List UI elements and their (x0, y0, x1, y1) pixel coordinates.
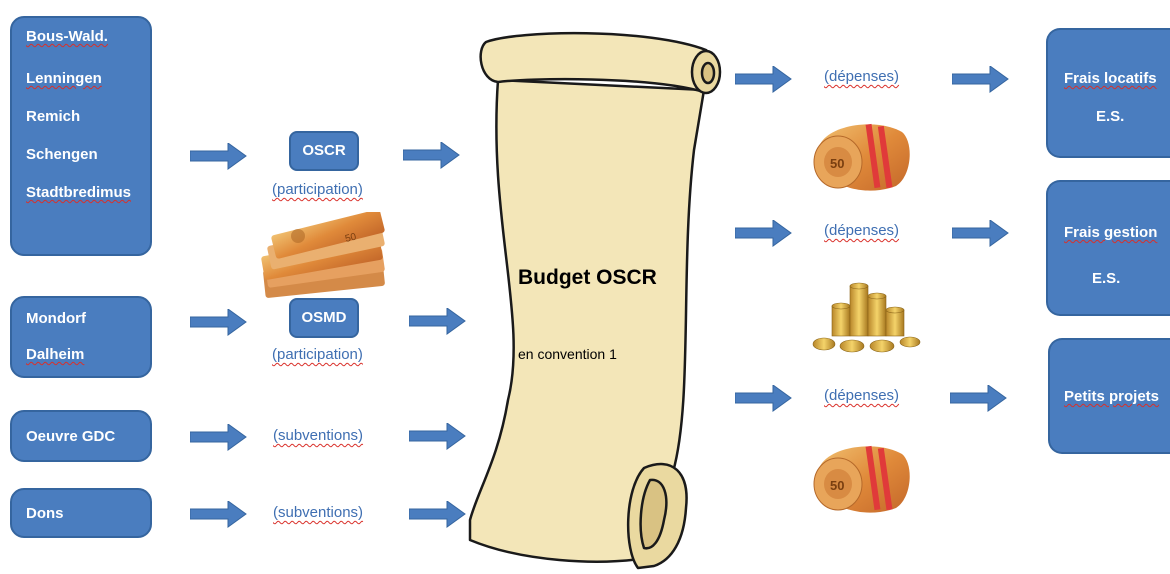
oeuvre-label: Oeuvre GDC (26, 428, 116, 445)
arrow-communes2-osmd (190, 309, 247, 336)
budget-subtitle: en convention 1 (518, 346, 617, 362)
oscr-box: OSCR (289, 131, 359, 171)
svg-text:50: 50 (344, 231, 358, 244)
osmd-label: OSMD (301, 309, 347, 326)
commune-schengen: Schengen (26, 146, 98, 163)
communes-box: Bous-Wald. Lenningen Remich Schengen Sta… (10, 16, 152, 256)
budget-scroll (468, 31, 722, 570)
commune-remich: Remich (26, 108, 81, 125)
osmd-caption: (participation) (272, 346, 363, 363)
commune-lenningen: Lenningen (26, 70, 102, 87)
commune-stadtbredimus: Stadtbredimus (26, 184, 132, 201)
arrow-communes-oscr (190, 143, 247, 170)
commune-mondorf: Mondorf (26, 310, 86, 327)
arrow-depenses3-petits-projets (950, 385, 1007, 412)
arrow-dons-subv (190, 501, 247, 528)
oscr-caption-text: (participation) (272, 181, 363, 198)
arrow-oeuvre-subv (190, 424, 247, 451)
dons-box: Dons (10, 488, 152, 538)
svg-text:50: 50 (830, 478, 844, 493)
coins-stack-image (812, 282, 921, 353)
commune-dalheim: Dalheim (26, 346, 85, 363)
arrow-depenses1-frais-locatifs (952, 66, 1009, 93)
money-roll-image: 50 (813, 123, 910, 191)
depenses1-caption: (dépenses) (824, 68, 900, 85)
communes2-box: Mondorf Dalheim (10, 296, 152, 378)
banknotes-stack-image: 50 (261, 212, 385, 298)
depenses2-caption: (dépenses) (824, 222, 900, 239)
oeuvre-box: Oeuvre GDC (10, 410, 152, 462)
subv2-caption: (subventions) (273, 504, 364, 521)
budget-subtitle-text: en convention 1 (518, 346, 617, 362)
oscr-caption: (participation) (272, 181, 363, 198)
oscr-label: OSCR (302, 142, 346, 159)
money-roll-image-2: 50 (813, 445, 910, 513)
arrow-oscr-budget (403, 142, 460, 169)
arrow-budget-depenses1 (735, 66, 792, 93)
subv1-caption: (subventions) (273, 427, 364, 444)
frais-locatifs-line2: E.S. (1096, 108, 1125, 125)
arrow-budget-depenses3 (735, 385, 792, 412)
frais-locatifs-box: Frais locatifs E.S. (1046, 28, 1170, 158)
frais-locatifs-line1: Frais locatifs (1064, 70, 1157, 87)
budget-title: Budget OSCR (518, 266, 657, 289)
arrow-budget-depenses2 (735, 220, 792, 247)
arrow-depenses2-frais-gestion (952, 220, 1009, 247)
depenses3-caption: (dépenses) (824, 387, 900, 404)
svg-text:50: 50 (830, 156, 844, 171)
dons-label: Dons (26, 505, 64, 522)
frais-gestion-box: Frais gestion E.S. (1046, 180, 1170, 316)
petits-projets-box: Petits projets (1048, 338, 1170, 454)
osmd-box: OSMD (289, 298, 359, 338)
frais-gestion-line1: Frais gestion (1064, 224, 1158, 241)
petits-projets-label: Petits projets (1064, 388, 1160, 405)
frais-gestion-line2: E.S. (1092, 270, 1121, 287)
commune-bous-wald: Bous-Wald. (26, 28, 108, 45)
